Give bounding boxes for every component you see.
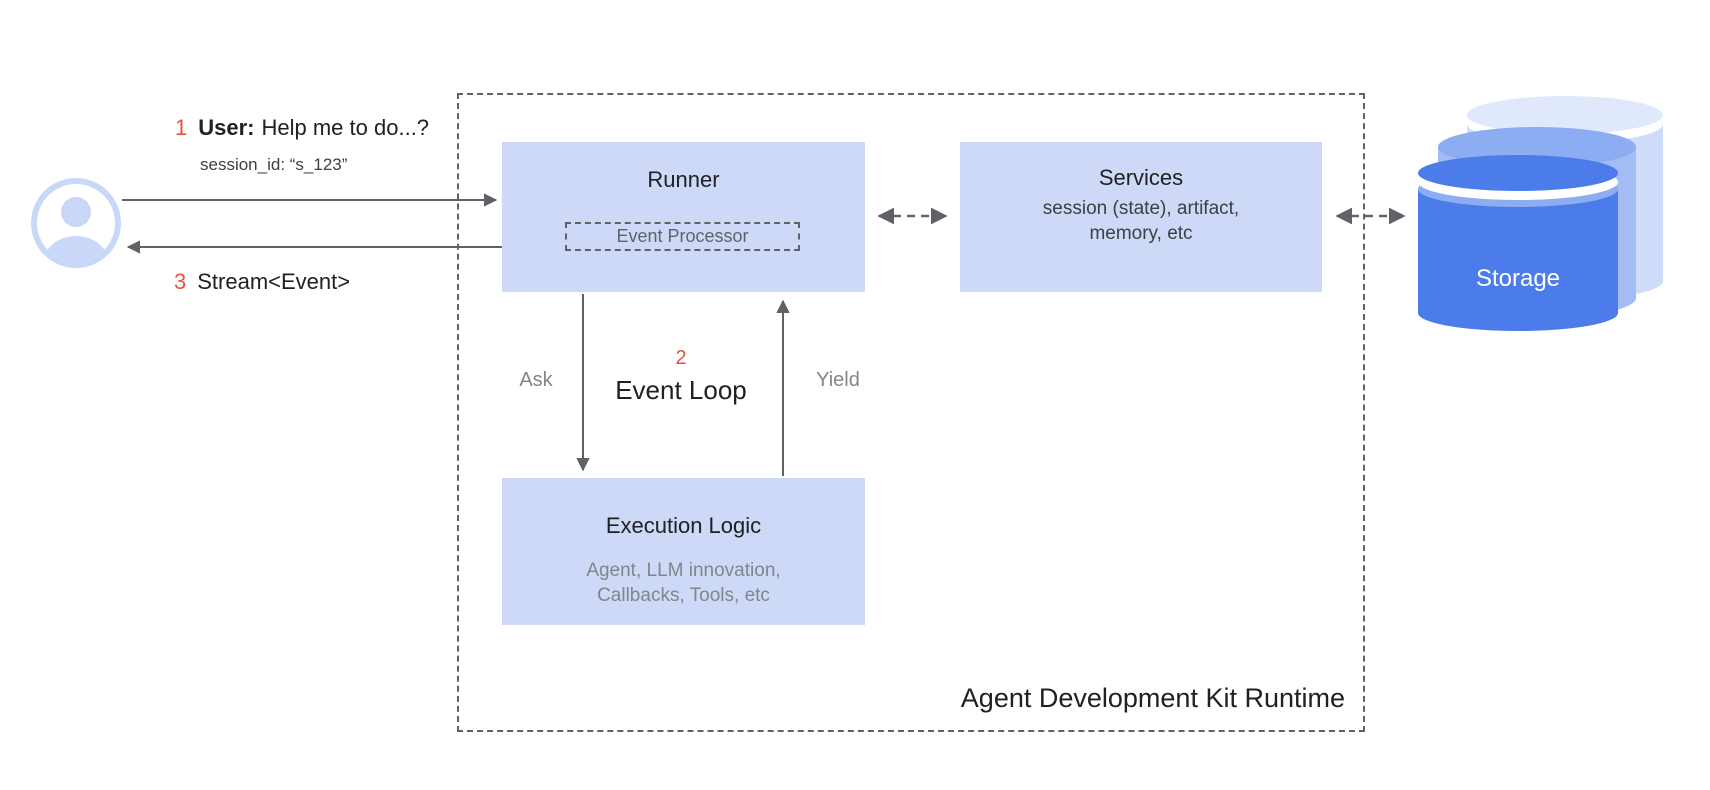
- runner-title: Runner: [647, 167, 720, 192]
- ask-label: Ask: [519, 369, 553, 391]
- services-title: Services: [1098, 165, 1184, 190]
- user-avatar-shoulders: [43, 236, 109, 262]
- execution-logic-node: Execution Logic Agent, LLM innovation, C…: [502, 478, 865, 625]
- step1-user-prefix: User:: [198, 115, 255, 140]
- event-loop-block: 2 Event Loop: [581, 347, 781, 406]
- storage-cylinder-front: Storage: [1418, 155, 1618, 331]
- adk-runtime-boundary: Agent Development Kit Runtime: [457, 93, 1365, 732]
- user-avatar-icon: [31, 178, 121, 268]
- session-id-annotation: session_id: “s_123”: [200, 155, 348, 174]
- services-subtitle-line2: memory, etc: [1089, 223, 1193, 244]
- user-avatar-head: [61, 197, 91, 227]
- event-processor-node: Event Processor: [565, 222, 800, 251]
- storage-label: Storage: [1476, 265, 1560, 292]
- step3-text: Stream<Event>: [197, 269, 351, 294]
- database-cylinder-icon: Storage: [1418, 96, 1663, 331]
- execution-logic-subtitle-line2: Callbacks, Tools, etc: [597, 585, 770, 606]
- services-subtitle-line1: session (state), artifact,: [1042, 198, 1240, 219]
- services-subtitle: session (state), artifact, memory, etc: [960, 196, 1322, 246]
- execution-logic-subtitle-line1: Agent, LLM innovation,: [586, 560, 781, 581]
- execution-logic-subtitle: Agent, LLM innovation, Callbacks, Tools,…: [502, 558, 865, 608]
- step3-annotation: 3 Stream<Event>: [174, 269, 350, 295]
- step3-number: 3: [174, 269, 187, 294]
- step1-text: Help me to do...?: [261, 115, 430, 140]
- step1-number: 1: [175, 115, 188, 140]
- user-avatar-ring: [31, 178, 121, 268]
- event-processor-label: Event Processor: [616, 226, 749, 246]
- adk-runtime-label: Agent Development Kit Runtime: [960, 683, 1345, 713]
- event-loop-title: Event Loop: [615, 375, 747, 405]
- runner-node: Runner Event Processor: [502, 142, 865, 292]
- yield-label: Yield: [816, 369, 860, 391]
- execution-logic-title: Execution Logic: [605, 513, 762, 538]
- step2-number: 2: [675, 347, 687, 369]
- services-node: Services session (state), artifact, memo…: [960, 142, 1322, 292]
- step1-annotation: 1 User:Help me to do...?: [175, 115, 429, 141]
